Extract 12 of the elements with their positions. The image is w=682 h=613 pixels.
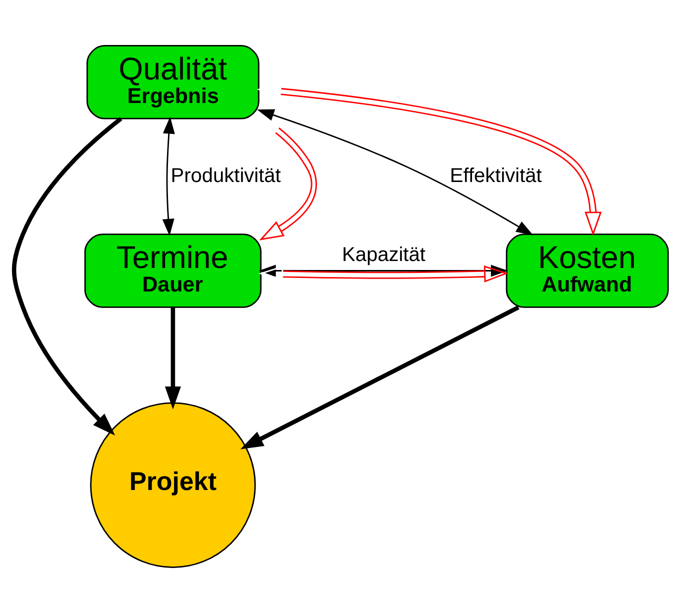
arrow: [164, 308, 181, 410]
node-box: Kosten Aufwand: [506, 234, 669, 308]
node-box: Qualität Ergebnis: [86, 45, 260, 120]
arrow: [256, 109, 534, 236]
edge-label: Kapazität: [342, 244, 426, 266]
arrow: [162, 116, 175, 236]
arrow: [12, 116, 122, 436]
edge-label: Produktivität: [170, 164, 281, 187]
edge-label: Effektivität: [450, 164, 542, 187]
node-circle: Projekt: [90, 402, 256, 568]
arrow: [240, 305, 520, 450]
node-box: Termine Dauer: [84, 234, 262, 308]
